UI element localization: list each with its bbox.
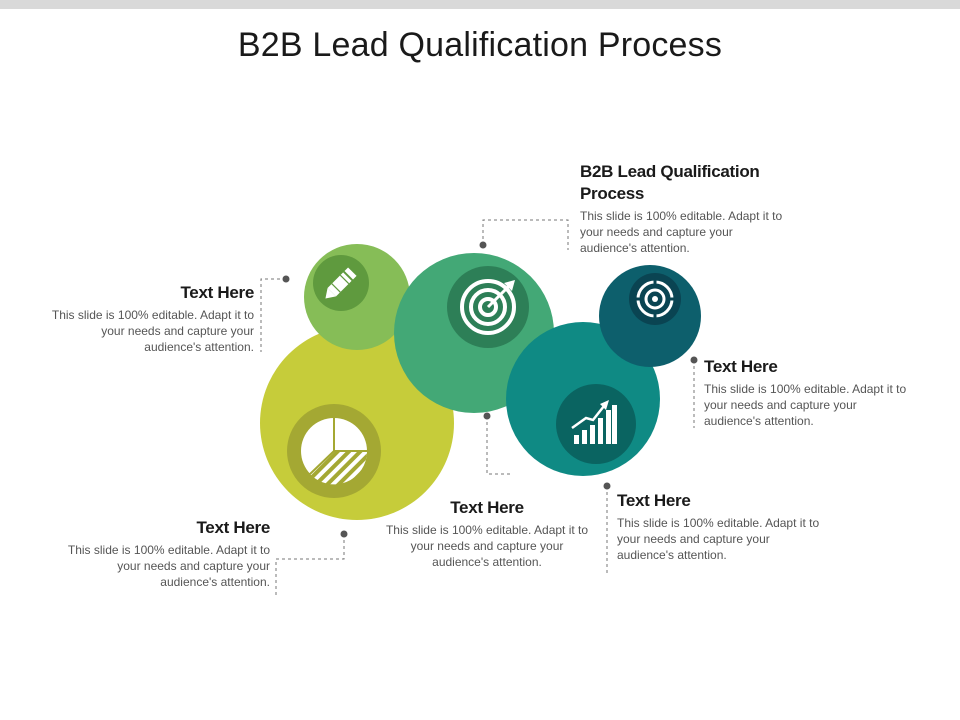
text-block-heading: Text Here (704, 357, 778, 376)
text-block-heading: Text Here (196, 518, 270, 537)
text-block-body: This slide is 100% editable. Adapt it to… (67, 543, 270, 589)
text-block-lower-right: Text Here This slide is 100% editable. A… (617, 490, 827, 563)
text-block-body: This slide is 100% editable. Adapt it to… (580, 209, 783, 255)
page-title: B2B Lead Qualification Process (237, 26, 723, 64)
pie-chart-icon (287, 404, 381, 498)
text-block-body: This slide is 100% editable. Adapt it to… (617, 516, 820, 562)
text-block-body: This slide is 100% editable. Adapt it to… (385, 523, 589, 569)
crosshair-icon (629, 273, 681, 325)
connector-dot-bottom-center (483, 412, 491, 420)
top-bar (0, 0, 960, 9)
connector-bottom-left (275, 534, 345, 598)
connector-dot-bottom-left (340, 530, 348, 538)
text-block-bottom-center: Text Here This slide is 100% editable. A… (384, 497, 590, 570)
growth-chart-icon (556, 384, 636, 464)
connector-upper-left (260, 278, 286, 352)
connector-dot-lower-right (603, 482, 611, 490)
text-block-bottom-left: Text Here This slide is 100% editable. A… (64, 517, 270, 590)
pencil-icon (313, 255, 369, 311)
connector-dot-right (690, 356, 698, 364)
text-block-body: This slide is 100% editable. Adapt it to… (51, 308, 254, 354)
connector-bottom-center (486, 416, 511, 475)
connector-dot-upper-left (282, 275, 290, 283)
text-block-upper-left: Text Here This slide is 100% editable. A… (48, 282, 254, 355)
connector-dot-top-right (479, 241, 487, 249)
text-block-heading: Text Here (617, 491, 691, 510)
text-block-body: This slide is 100% editable. Adapt it to… (704, 382, 907, 428)
connector-top-right (482, 219, 569, 250)
text-block-heading: B2B Lead Qualification Process (580, 162, 760, 203)
target-icon (447, 266, 529, 348)
text-block-heading: Text Here (180, 283, 254, 302)
text-block-heading: Text Here (450, 498, 524, 517)
text-block-right: Text Here This slide is 100% editable. A… (704, 356, 914, 429)
text-block-top-right: B2B Lead Qualification Process This slid… (580, 161, 790, 256)
